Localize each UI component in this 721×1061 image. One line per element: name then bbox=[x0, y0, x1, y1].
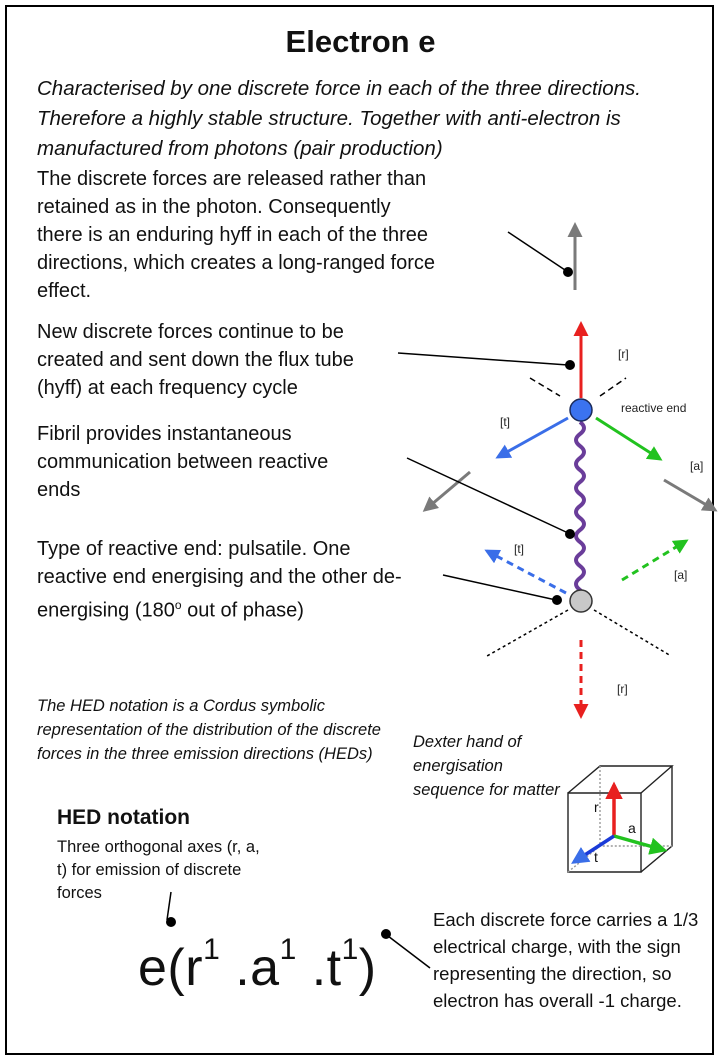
hed-axes-text: Three orthogonal axes (r, a, t) for emis… bbox=[57, 838, 260, 902]
label-t-upper: [t] bbox=[500, 415, 510, 429]
formula-exp-t: 1 bbox=[341, 933, 359, 966]
formula-exp-r: 1 bbox=[203, 933, 221, 966]
leader-dot-fibril bbox=[565, 529, 575, 539]
formula-suffix: ) bbox=[358, 939, 377, 997]
spoke-bottom-left bbox=[486, 609, 569, 657]
t-arrow-lower bbox=[484, 549, 567, 595]
leader-dot-pulsatile bbox=[552, 595, 562, 605]
reactive-end-text: Type of reactive end: pulsatile. One rea… bbox=[37, 538, 402, 622]
intro-text: Characterised by one discrete force in e… bbox=[37, 77, 641, 160]
discrete-forces-paragraph: New discrete forces continue to be creat… bbox=[37, 321, 354, 399]
cube-label-a: a bbox=[628, 820, 636, 836]
figure-frame bbox=[5, 5, 714, 1055]
spoke-top-right bbox=[599, 377, 627, 397]
label-r-top: [r] bbox=[618, 347, 629, 361]
leader-line-pulsatile bbox=[442, 574, 557, 601]
leader-line-charge bbox=[387, 935, 431, 969]
leader-dot-axes bbox=[166, 917, 176, 927]
t-arrow-upper bbox=[495, 416, 569, 459]
spoke-bottom-right bbox=[593, 609, 672, 657]
formula-prefix: e(r bbox=[138, 939, 204, 997]
reactive-end-bottom bbox=[569, 589, 593, 613]
dexter-hand-note: Dexter hand of energisation sequence for… bbox=[413, 733, 560, 799]
reactive-end-top bbox=[569, 398, 593, 422]
spoke-top-left bbox=[529, 377, 561, 397]
cube-label-r: r bbox=[594, 799, 599, 815]
fibril-paragraph: Fibril provides instantaneous communicat… bbox=[37, 423, 329, 501]
leader-dot-hyff bbox=[563, 267, 573, 277]
leader-dot-charge bbox=[381, 929, 391, 939]
hed-notation-note: The HED notation is a Cordus symbolic re… bbox=[37, 697, 381, 763]
formula-t: .t bbox=[296, 939, 342, 997]
a-arrow-lower bbox=[621, 539, 689, 582]
hed-formula: e(r1 .a1 .t1) bbox=[138, 928, 377, 1008]
hyff-paragraph: The discrete forces are released rather … bbox=[37, 168, 435, 302]
label-reactive-end: reactive end bbox=[621, 401, 686, 415]
reactive-end-paragraph: Type of reactive end: pulsatile. One rea… bbox=[37, 535, 422, 625]
page-title: Electron e bbox=[285, 24, 436, 59]
hyff-arrow-left bbox=[422, 470, 471, 512]
charge-note: Each discrete force carries a 1/3 electr… bbox=[433, 909, 699, 1011]
formula-a: .a bbox=[220, 939, 280, 997]
cube-a-arrow bbox=[613, 834, 668, 855]
leader-line-axes bbox=[166, 891, 172, 921]
leader-line-hyff bbox=[507, 231, 569, 273]
degree-sup: o bbox=[174, 598, 182, 612]
leader-line-flux bbox=[397, 352, 569, 366]
cube-t-arrow bbox=[571, 834, 615, 864]
reactive-end-text-tail: out of phase) bbox=[181, 599, 304, 622]
hed-notation-heading: HED notation bbox=[57, 806, 190, 829]
leader-dot-flux bbox=[565, 360, 575, 370]
a-arrow-upper bbox=[595, 416, 663, 461]
hyff-arrow-right bbox=[663, 478, 718, 512]
formula-exp-a: 1 bbox=[279, 933, 297, 966]
label-r-bottom: [r] bbox=[617, 682, 628, 696]
leader-line-fibril bbox=[406, 457, 567, 533]
fibril-wave bbox=[574, 420, 586, 610]
label-a-upper: [a] bbox=[690, 459, 703, 473]
label-a-lower: [a] bbox=[674, 568, 687, 582]
cube-label-t: t bbox=[594, 849, 598, 865]
label-t-lower: [t] bbox=[514, 542, 524, 556]
